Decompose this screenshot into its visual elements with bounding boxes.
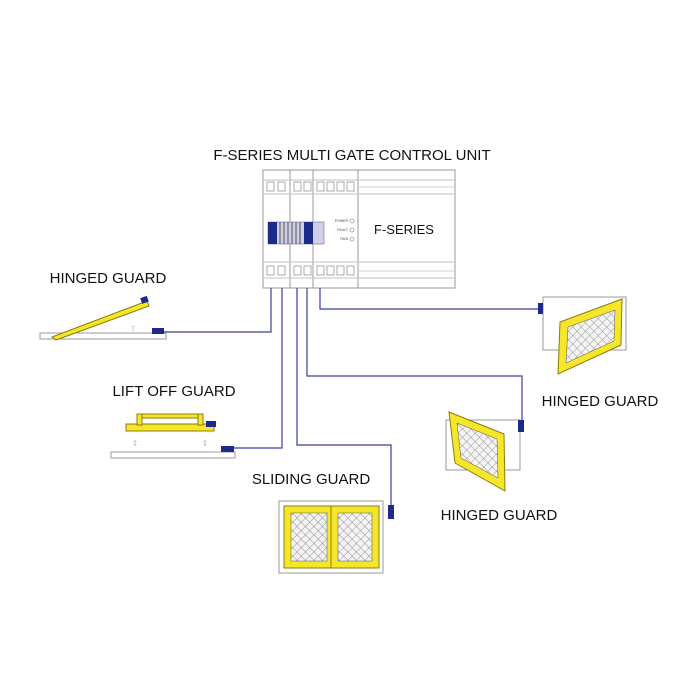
- sliding-guard-label: SLIDING GUARD: [252, 471, 371, 488]
- wiring: [164, 288, 541, 505]
- lift-off-arrow-right-icon: ⇕: [202, 439, 209, 448]
- connector-strip: [267, 221, 325, 245]
- lift-off-switch-icon: [206, 421, 216, 427]
- wire-hinged-right-top: [319, 288, 541, 310]
- hinged-right-bottom-switch-icon: [518, 420, 524, 432]
- control-unit: POWER FAULT RUN F-SERIES: [262, 169, 456, 289]
- hinged-guard-right-top: HINGED GUARD: [538, 296, 659, 410]
- lift-off-guard-label: LIFT OFF GUARD: [112, 383, 235, 400]
- power-led-icon: [349, 218, 355, 224]
- hinged-right-top-switch-icon: [538, 303, 543, 314]
- lift-off-arrow-left-icon: ⇕: [132, 439, 139, 448]
- hinged-guard-right-bottom: HINGED GUARD: [441, 411, 558, 524]
- hinged-guard-left: HINGED GUARD ⇧: [39, 270, 167, 341]
- indicator-fault-label: FAULT: [337, 228, 348, 232]
- hinged-guard-right-bottom-label: HINGED GUARD: [441, 507, 558, 524]
- hinged-lid: [50, 300, 150, 341]
- hinged-left-receiver-icon: [152, 328, 164, 334]
- sliding-guard-switch-icon: [388, 505, 394, 519]
- sliding-guard: SLIDING GUARD: [252, 471, 394, 574]
- hinged-guard-right-top-label: HINGED GUARD: [542, 393, 659, 410]
- top-terminals: [266, 181, 355, 192]
- lift-arrow-icon: ⇧: [130, 324, 137, 333]
- unit-brand-label: F-SERIES: [374, 222, 434, 237]
- bottom-terminals: [266, 265, 355, 276]
- hinged-guard-left-label: HINGED GUARD: [50, 270, 167, 287]
- fault-led-icon: [349, 227, 355, 233]
- lift-off-receiver-icon: [221, 446, 234, 452]
- indicator-power-label: POWER: [335, 219, 349, 223]
- run-led-icon: [349, 236, 355, 242]
- wire-sliding: [296, 288, 392, 505]
- indicator-run-label: RUN: [340, 237, 348, 241]
- lift-off-guard: LIFT OFF GUARD ⇕ ⇕: [110, 383, 236, 459]
- wire-hinged-right-bottom: [306, 288, 523, 421]
- diagram-title: F-SERIES MULTI GATE CONTROL UNIT: [213, 147, 490, 164]
- wire-hinged-left: [164, 288, 272, 333]
- hinged-left-switch-icon: [140, 295, 149, 304]
- wire-lift-off: [234, 288, 283, 449]
- indicator-lights: POWER FAULT RUN: [335, 218, 355, 242]
